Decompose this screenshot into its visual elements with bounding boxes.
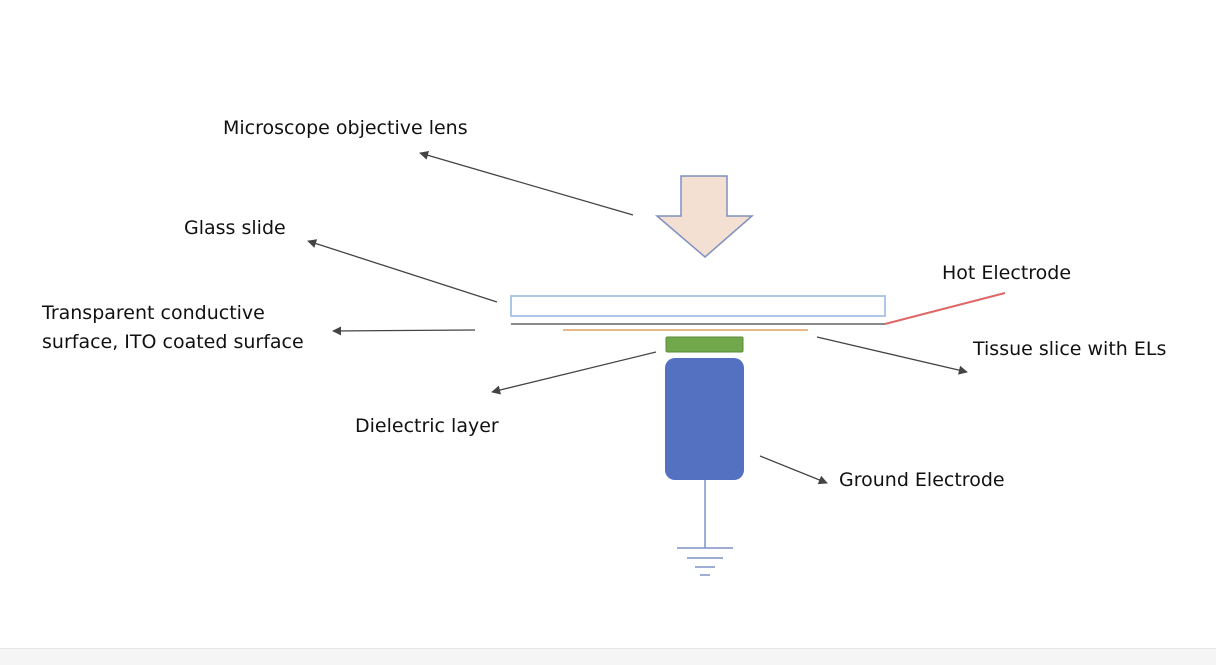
- label-tissue-slice: Tissue slice with ELs: [973, 338, 1167, 360]
- leader-ito: [332, 326, 476, 336]
- leader-tissue: [816, 336, 968, 375]
- leader-objective: [419, 150, 634, 216]
- label-ito-line1: Transparent conductive: [42, 302, 265, 324]
- objective-lens-arrow: [654, 175, 755, 258]
- leader-dielectric: [491, 351, 657, 395]
- bottom-bar: [0, 648, 1216, 665]
- ground-symbol: [677, 547, 733, 576]
- hot-electrode-wire: [884, 292, 1006, 325]
- label-hot-electrode: Hot Electrode: [942, 262, 1072, 284]
- label-ito-line2: surface, ITO coated surface: [42, 331, 304, 353]
- label-glass-slide: Glass slide: [184, 217, 286, 239]
- label-dielectric: Dielectric layer: [355, 415, 499, 437]
- ground-electrode: [665, 358, 744, 480]
- leader-glass-slide: [307, 239, 498, 303]
- label-objective-lens: Microscope objective lens: [223, 117, 468, 139]
- label-ground-electrode: Ground Electrode: [839, 469, 1005, 491]
- glass-slide: [510, 295, 886, 317]
- dielectric-layer: [665, 336, 744, 353]
- leader-ground: [759, 455, 828, 485]
